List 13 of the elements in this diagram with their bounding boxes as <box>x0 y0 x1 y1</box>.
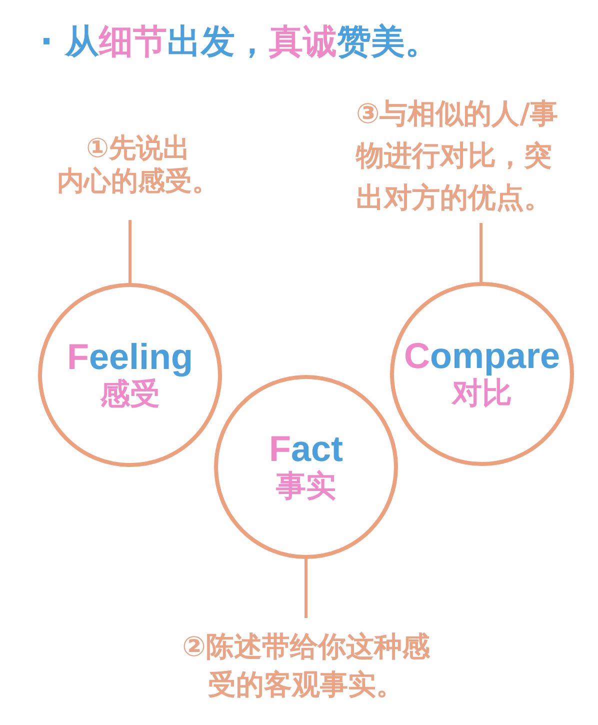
note: ①先说出内心的感受。 <box>38 132 238 220</box>
subtitle: 对比 <box>452 376 512 412</box>
note: ②陈述带给你这种感受的客观事实。 <box>150 618 462 704</box>
connector-line <box>480 223 482 282</box>
heading: Feeling <box>66 337 194 377</box>
heading: Compare <box>404 336 560 376</box>
note: ③与相似的人/事物进行对比，突出对方的优点。 <box>356 93 592 223</box>
heading: Fact <box>268 429 344 469</box>
connector-line <box>128 220 132 283</box>
connector-line <box>304 559 308 618</box>
subtitle: 事实 <box>276 469 336 505</box>
subtitle: 感受 <box>100 377 160 413</box>
title: · 从细节出发，真诚赞美。 <box>40 22 439 62</box>
